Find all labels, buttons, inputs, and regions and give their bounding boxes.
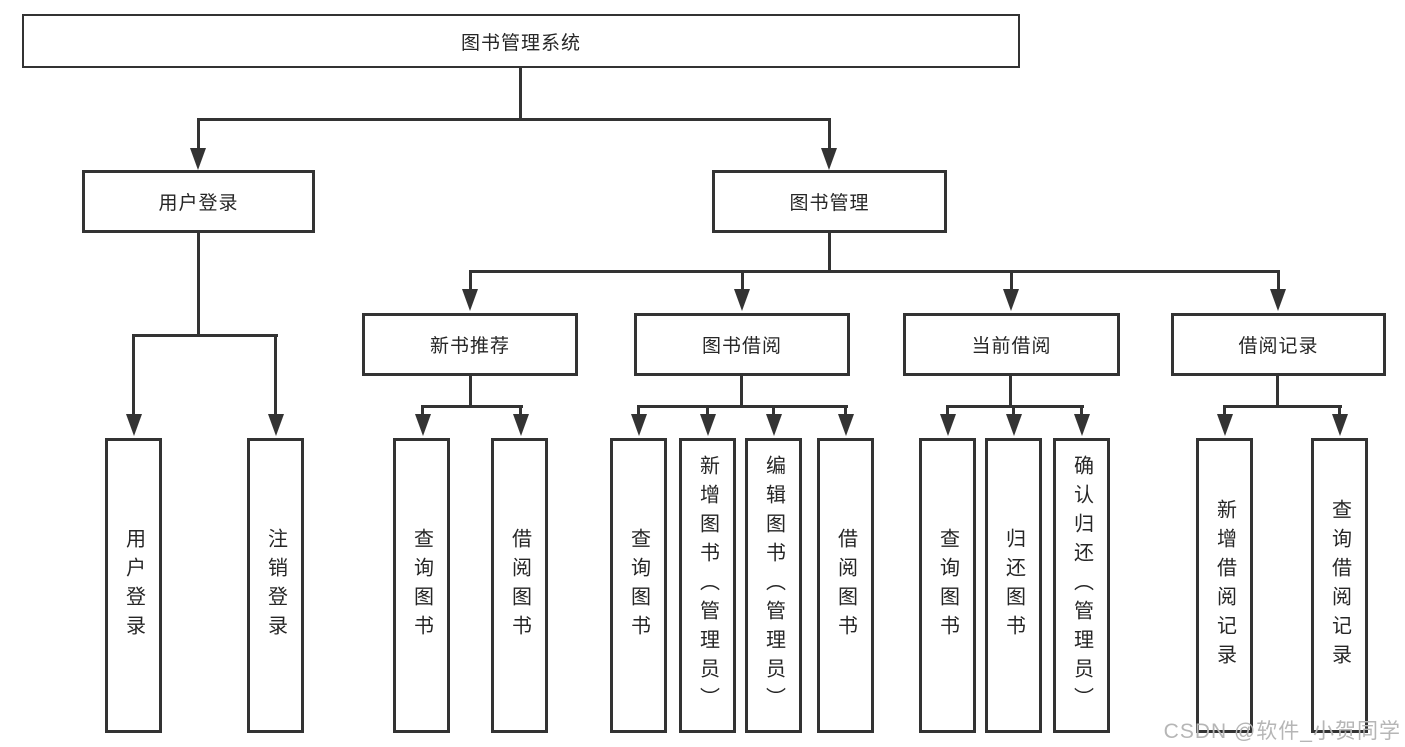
connector-line (1338, 405, 1341, 417)
arrowhead-icon (838, 414, 854, 436)
arrowhead-icon (513, 414, 529, 436)
node-borrow-record: 借阅记录 (1171, 313, 1386, 376)
connector-line (274, 334, 277, 416)
leaf-query-borrow-record: 查询借阅记录 (1311, 438, 1368, 733)
arrowhead-icon (1270, 289, 1286, 311)
connector-line (741, 270, 744, 291)
node-book-borrow: 图书借阅 (634, 313, 850, 376)
leaf-query-book-current: 查询图书 (919, 438, 976, 733)
arrowhead-icon (1332, 414, 1348, 436)
node-current-borrow: 当前借阅 (903, 313, 1120, 376)
arrowhead-icon (462, 289, 478, 311)
arrowhead-icon (766, 414, 782, 436)
connector-line (740, 376, 743, 407)
watermark-text: CSDN @软件_小贺同学 (1163, 720, 1401, 743)
connector-line (828, 233, 831, 272)
leaf-query-book-recommend: 查询图书 (393, 438, 450, 733)
connector-line (132, 334, 135, 416)
leaf-logout: 注销登录 (247, 438, 304, 733)
leaf-borrow-book-recommend: 借阅图书 (491, 438, 548, 733)
connector-line (469, 270, 1280, 273)
connector-line (772, 405, 775, 417)
arrowhead-icon (734, 289, 750, 311)
connector-line (706, 405, 709, 417)
connector-line (421, 405, 424, 417)
connector-line (828, 118, 831, 151)
connector-line (197, 118, 200, 151)
connector-line (519, 68, 522, 121)
connector-line (1080, 405, 1083, 417)
connector-line (1223, 405, 1342, 408)
connector-line (197, 118, 831, 121)
connector-line (1276, 376, 1279, 407)
leaf-add-borrow-record: 新增借阅记录 (1196, 438, 1253, 733)
connector-line (1009, 376, 1012, 407)
connector-line (946, 405, 949, 417)
node-root: 图书管理系统 (22, 14, 1020, 68)
connector-line (637, 405, 640, 417)
arrowhead-icon (415, 414, 431, 436)
arrowhead-icon (268, 414, 284, 436)
connector-line (1010, 270, 1013, 291)
connector-line (133, 334, 278, 337)
arrowhead-icon (940, 414, 956, 436)
connector-line (1277, 270, 1280, 291)
connector-line (946, 405, 1084, 408)
connector-line (421, 405, 523, 408)
leaf-return-book: 归还图书 (985, 438, 1042, 733)
arrowhead-icon (631, 414, 647, 436)
node-new-book-recommend: 新书推荐 (362, 313, 578, 376)
leaf-edit-book-admin: 编辑图书（管理员） (745, 438, 802, 733)
leaf-borrow-book: 借阅图书 (817, 438, 874, 733)
arrowhead-icon (190, 148, 206, 170)
arrowhead-icon (126, 414, 142, 436)
connector-line (844, 405, 847, 417)
arrowhead-icon (1074, 414, 1090, 436)
connector-line (469, 270, 472, 291)
leaf-query-book-borrow: 查询图书 (610, 438, 667, 733)
arrowhead-icon (1217, 414, 1233, 436)
connector-line (519, 405, 522, 417)
connector-line (637, 405, 848, 408)
connector-line (1223, 405, 1226, 417)
arrowhead-icon (700, 414, 716, 436)
leaf-confirm-return-admin: 确认归还（管理员） (1053, 438, 1110, 733)
arrowhead-icon (1003, 289, 1019, 311)
node-user-login: 用户登录 (82, 170, 315, 233)
leaf-add-book-admin: 新增图书（管理员） (679, 438, 736, 733)
connector-line (1012, 405, 1015, 417)
connector-line (469, 376, 472, 407)
node-book-management: 图书管理 (712, 170, 947, 233)
arrowhead-icon (821, 148, 837, 170)
connector-line (197, 233, 200, 337)
leaf-user-login: 用户登录 (105, 438, 162, 733)
arrowhead-icon (1006, 414, 1022, 436)
